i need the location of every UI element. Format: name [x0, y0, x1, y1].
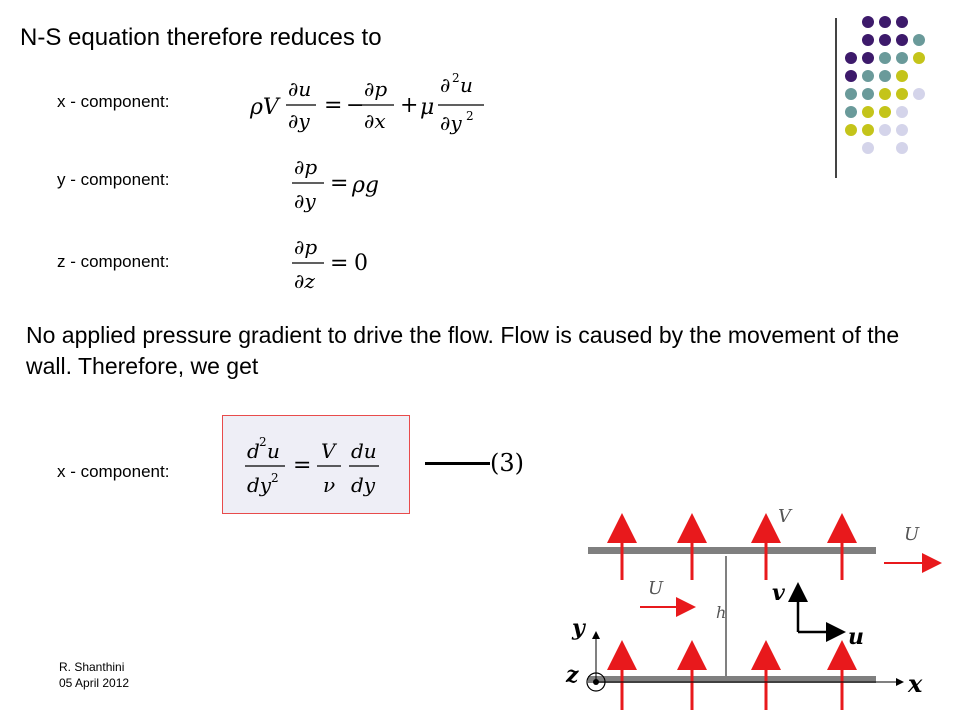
decorative-dot: [896, 106, 908, 118]
svg-text:du: du: [351, 439, 377, 463]
svg-text:d: d: [247, 439, 260, 463]
decorative-dot: [862, 124, 874, 136]
decorative-dot: [913, 34, 925, 46]
label-z: z: [565, 662, 579, 688]
svg-text:−: −: [346, 93, 364, 118]
svg-text:∂z: ∂z: [294, 269, 315, 293]
svg-text:=: =: [330, 171, 348, 196]
decorative-dot: [896, 142, 908, 154]
couette-flow-diagram: V U U h v u y z x: [565, 506, 942, 710]
x-component-label: x - component:: [57, 92, 170, 111]
decorative-dot: [896, 34, 908, 46]
svg-text:dy: dy: [247, 473, 272, 497]
decorative-dot: [896, 52, 908, 64]
decorative-dot: [896, 16, 908, 28]
svg-text:2: 2: [452, 71, 460, 85]
z-component-label: z - component:: [57, 252, 170, 271]
label-v: v: [772, 580, 785, 606]
equation-number-dash: [425, 462, 490, 465]
svg-text:=: =: [293, 453, 311, 478]
svg-text:+: +: [400, 93, 418, 118]
decorative-dot-grid: [0, 0, 960, 160]
svg-text:=: =: [324, 93, 342, 118]
svg-text:∂y: ∂y: [288, 109, 310, 133]
slide-title: N-S equation therefore reduces to: [20, 24, 382, 51]
decorative-dot: [862, 70, 874, 82]
decorative-dot: [879, 70, 891, 82]
decorative-dot: [879, 34, 891, 46]
decorative-dot: [879, 52, 891, 64]
decorative-dot: [862, 52, 874, 64]
svg-text:dy: dy: [351, 473, 376, 497]
reduced-x-component-label: x - component:: [57, 462, 170, 481]
svg-text:∂: ∂: [440, 73, 450, 97]
decorative-dot: [879, 106, 891, 118]
svg-text:∂x: ∂x: [364, 109, 386, 133]
decorative-dot: [896, 124, 908, 136]
decorative-dot: [896, 88, 908, 100]
top-plate: [588, 547, 876, 554]
decorative-dot: [862, 88, 874, 100]
label-y: y: [571, 615, 587, 641]
svg-text:∂p: ∂p: [294, 155, 317, 179]
svg-text:ρV: ρV: [249, 95, 281, 120]
svg-text:2: 2: [271, 471, 279, 485]
explanation-paragraph: No applied pressure gradient to drive th…: [26, 322, 900, 379]
svg-text:∂y: ∂y: [294, 189, 316, 213]
decorative-dot: [862, 34, 874, 46]
decorative-dot: [913, 88, 925, 100]
label-u: u: [848, 624, 864, 650]
decorative-dot: [845, 124, 857, 136]
label-U-mid: U: [648, 578, 664, 599]
x-momentum-equation: ρV ∂u ∂y = − ∂p ∂x + μ ∂ 2 u ∂y 2: [249, 71, 484, 135]
svg-text:∂p: ∂p: [364, 77, 387, 101]
decorative-dot: [845, 88, 857, 100]
z-momentum-equation: ∂p ∂z = 0: [292, 235, 368, 293]
svg-text:ν: ν: [323, 473, 335, 497]
decorative-dot: [845, 52, 857, 64]
svg-text:μ: μ: [420, 95, 434, 120]
decorative-divider: [835, 18, 837, 178]
y-momentum-equation: ∂p ∂y = ρg: [292, 155, 379, 213]
decorative-dot: [896, 70, 908, 82]
decorative-dot: [862, 106, 874, 118]
svg-text:u: u: [460, 73, 473, 97]
z-axis-circle: [586, 672, 606, 692]
reduced-equation: d 2 u dy 2 = V ν du dy: [245, 435, 379, 497]
svg-text:u: u: [267, 439, 280, 463]
label-U-top: U: [904, 524, 920, 545]
decorative-dot: [845, 70, 857, 82]
decorative-dot: [879, 88, 891, 100]
decorative-dot: [879, 124, 891, 136]
footer-author: R. Shanthini: [59, 660, 125, 674]
footer-date: 05 April 2012: [59, 676, 130, 690]
y-component-label: y - component:: [57, 170, 170, 189]
svg-text:2: 2: [466, 109, 474, 123]
decorative-dot: [862, 142, 874, 154]
svg-text:0: 0: [354, 251, 368, 276]
label-V: V: [778, 506, 793, 527]
svg-text:2: 2: [259, 435, 267, 449]
decorative-dot: [845, 106, 857, 118]
svg-text:∂u: ∂u: [288, 77, 311, 101]
label-x: x: [907, 669, 923, 698]
z-axis-dot: [593, 679, 599, 685]
svg-text:∂p: ∂p: [294, 235, 317, 259]
svg-text:=: =: [330, 251, 348, 276]
reduced-equation-box: d 2 u dy 2 = V ν du dy: [222, 415, 410, 514]
bottom-plate: [588, 676, 876, 683]
decorative-dot: [913, 52, 925, 64]
decorative-dot: [879, 16, 891, 28]
equation-number: (3): [490, 449, 524, 477]
svg-text:ρg: ρg: [351, 173, 379, 198]
label-h: h: [716, 603, 726, 622]
svg-text:V: V: [321, 439, 338, 463]
decorative-dot: [862, 16, 874, 28]
svg-text:∂y: ∂y: [440, 111, 462, 135]
